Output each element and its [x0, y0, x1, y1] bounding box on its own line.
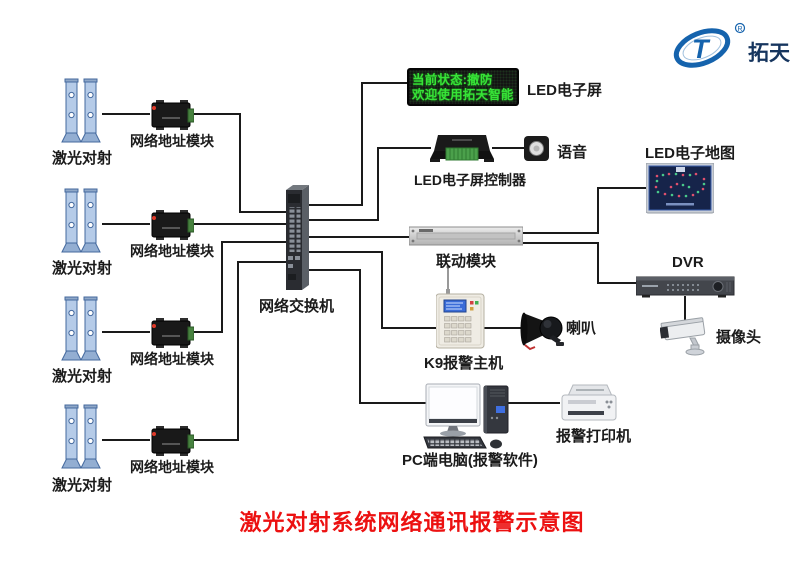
map-label: LED电子地图	[645, 145, 736, 162]
switch-label: 网络交换机	[259, 298, 335, 315]
net-module-3	[150, 318, 195, 353]
logo-t-glyph: T	[692, 34, 711, 64]
net-module-1	[150, 100, 195, 135]
net-module-label-1: 网络地址模块	[130, 133, 214, 149]
brand-name: 拓天	[748, 42, 791, 65]
voice-speaker	[524, 136, 550, 167]
brand-logo: T R 拓天	[666, 18, 796, 75]
led-controller-label: LED电子屏控制器	[414, 172, 526, 188]
net-module-label-3: 网络地址模块	[130, 351, 214, 367]
led-display: 当前状态:撤防 欢迎使用拓天智能	[407, 68, 519, 106]
led-map-screen	[645, 162, 715, 220]
pc-workstation	[420, 380, 518, 459]
net-module-2	[150, 210, 195, 245]
printer-label: 报警打印机	[556, 428, 632, 445]
laser-label-3: 激光对射	[52, 368, 113, 385]
dvr-label: DVR	[672, 254, 704, 271]
network-switch	[282, 184, 316, 303]
k9-label: K9报警主机	[424, 355, 504, 372]
camera-label: 摄像头	[716, 329, 762, 346]
led-controller	[430, 133, 494, 174]
alarm-printer	[560, 382, 618, 429]
laser-posts-4	[60, 404, 104, 477]
pc-label: PC端电脑(报警软件)	[402, 452, 538, 469]
led-display-line2: 欢迎使用拓天智能	[412, 88, 514, 102]
laser-posts-2	[60, 188, 104, 261]
cctv-camera	[659, 315, 714, 362]
horn-speaker	[520, 306, 566, 357]
laser-label-1: 激光对射	[52, 150, 113, 167]
linkage-module	[408, 225, 524, 252]
laser-posts-3	[60, 296, 104, 369]
laser-posts-1	[60, 78, 104, 151]
net-module-label-2: 网络地址模块	[130, 243, 214, 259]
net-module-label-4: 网络地址模块	[130, 459, 214, 475]
laser-label-2: 激光对射	[52, 260, 113, 277]
led-display-line1: 当前状态:撤防	[412, 73, 493, 87]
laser-label-4: 激光对射	[52, 477, 113, 494]
net-module-4	[150, 426, 195, 461]
linkage-label: 联动模块	[436, 253, 497, 270]
dvr-device	[635, 274, 736, 305]
horn-label: 喇叭	[566, 320, 597, 337]
k9-alarm-host	[435, 264, 488, 359]
led-display-label: LED电子屏	[527, 82, 603, 99]
voice-label: 语音	[557, 144, 588, 161]
diagram-title: 激光对射系统网络通讯报警示意图	[239, 510, 585, 535]
svg-text:R: R	[738, 26, 743, 33]
